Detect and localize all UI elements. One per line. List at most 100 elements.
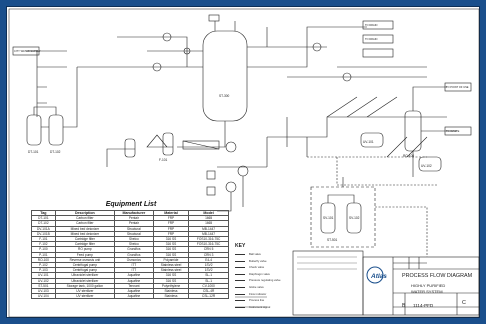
- label-uv101: UV-101: [363, 140, 374, 144]
- cartridge-filter-f101: [124, 132, 174, 158]
- drawing-subtitle-1: HIGHLY PURIFIED: [411, 283, 446, 288]
- label-to-drain-1: TO DRAIN: [365, 23, 377, 27]
- table-cell: Mixed bed deionizer: [54, 230, 115, 238]
- equipment-column-header: Material: [152, 209, 190, 217]
- label-to-drain-2: TO DRAIN: [365, 37, 377, 41]
- label-ro100: RO-100: [403, 154, 414, 158]
- key-item: Instrument signal: [235, 304, 281, 311]
- table-cell: Reverse osmosis unit: [54, 256, 115, 264]
- key-item: Process line: [235, 297, 281, 304]
- table-cell: Stainless: [152, 293, 190, 300]
- table-cell: Stainless steel: [152, 267, 190, 274]
- drawing-revision: C: [462, 300, 466, 306]
- key-item: Butterfly valve: [235, 258, 281, 265]
- company-name: Atlas: [371, 273, 387, 280]
- table-cell: Carbon filter: [54, 220, 115, 227]
- table-cell: FOS10-316-75C: [188, 235, 229, 243]
- carbon-filter-dt102: [48, 114, 64, 146]
- company-logo-icon: [366, 266, 384, 284]
- label-sv102: SV-102: [349, 216, 360, 220]
- table-cell: SL-1: [188, 272, 229, 279]
- table-cell: MB-1447: [188, 230, 229, 238]
- table-cell: 1SV2: [188, 267, 229, 274]
- drawing-subtitle-2: WATER SYSTEM: [411, 289, 443, 294]
- table-cell: Stainless: [152, 288, 190, 295]
- table-cell: RO pump: [54, 246, 115, 253]
- table-cell: Ultraviolet sterilizer: [54, 272, 115, 279]
- key-item: Check valve: [235, 264, 281, 271]
- table-cell: MB-1447: [188, 225, 229, 232]
- table-cell: CSL-4R: [188, 288, 229, 295]
- table-cell: Polyethylene: [152, 282, 190, 290]
- label-to-waste: TO WASTE: [446, 129, 460, 133]
- label-dt101: DT-101: [28, 150, 39, 154]
- table-cell: CSL-12R: [188, 293, 229, 300]
- table-cell: UV sterilizer: [54, 293, 115, 300]
- table-cell: 316 SS: [152, 241, 190, 248]
- table-cell: Carbon filter: [54, 215, 115, 222]
- table-cell: CRN 3: [188, 251, 229, 258]
- process-flow-diagram: ST-300 DT-101 DT-102 F-101 RO-100 UV-101…: [8, 8, 480, 318]
- table-cell: FRP: [152, 215, 190, 222]
- key-item: Ball valve: [235, 251, 281, 258]
- table-cell: Mixed bed deionizer: [54, 225, 115, 232]
- key-item: Pressure regulating valve: [235, 277, 281, 284]
- table-cell: E4-4: [188, 256, 229, 264]
- label-to-point-of-use: TO POINT OF USE: [446, 85, 469, 89]
- table-cell: Cartridge filter: [54, 241, 115, 248]
- key-item: Globe valve: [235, 284, 281, 291]
- table-cell: Aquafine: [113, 293, 154, 300]
- equipment-list-title: Equipment List: [105, 201, 157, 208]
- table-cell: SL-1: [188, 277, 229, 284]
- drawing-size: B: [402, 303, 406, 309]
- label-uv102: UV-102: [421, 164, 432, 168]
- table-cell: 1665: [188, 220, 229, 227]
- table-cell: 316 SS: [152, 272, 190, 279]
- uv-sterilizer-uv101: [360, 132, 384, 148]
- table-cell: CRN 5: [188, 246, 229, 253]
- key-item: Diaphragm valve: [235, 271, 281, 278]
- table-cell: Centrifugal pump: [54, 267, 115, 274]
- drawing-sheet: ST-300 DT-101 DT-102 F-101 RO-100 UV-101…: [6, 6, 480, 318]
- label-st501: ST-501: [327, 238, 338, 242]
- table-cell: 316 SS: [152, 246, 190, 253]
- table-cell: FRP: [152, 225, 190, 232]
- table-cell: CV-1000: [188, 282, 229, 290]
- carbon-filter-dt101: [26, 114, 42, 146]
- table-cell: 1SV2: [188, 262, 229, 269]
- table-cell: Ultraviolet sterilizer: [54, 277, 115, 284]
- uv-sterilizer-uv102: [418, 156, 442, 172]
- table-cell: 316 SS: [152, 251, 190, 258]
- table-cell: UV sterilizer: [54, 288, 115, 295]
- key-item: Flow indicator: [235, 291, 281, 298]
- table-cell: FRP: [152, 220, 190, 227]
- table-cell: Cartridge filter: [54, 235, 115, 243]
- table-cell: FOS10-316-75C: [188, 241, 229, 248]
- drawing-number: 1114-PFD: [413, 303, 434, 308]
- table-cell: Polyamide: [152, 256, 190, 264]
- table-cell: Storage tank, 1000 gallon: [54, 282, 115, 290]
- table-cell: Centrifugal pump: [54, 262, 115, 269]
- table-cell: 316 SS: [152, 277, 190, 284]
- equipment-column-header: Model: [188, 209, 229, 217]
- label-sv101: SV-101: [323, 216, 334, 220]
- label-dt102: DT-102: [50, 150, 61, 154]
